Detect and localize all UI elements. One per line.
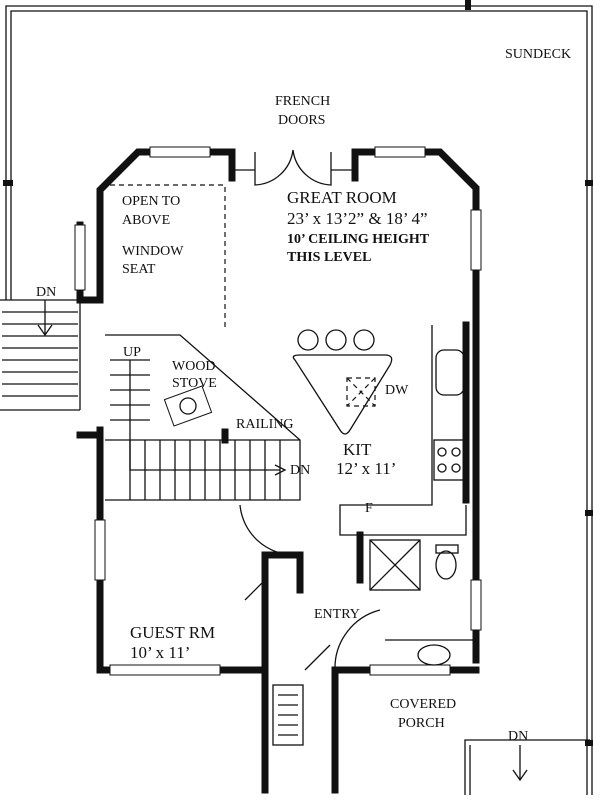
guest-room-label: GUEST RM — [130, 623, 215, 642]
porch-steps — [272, 684, 528, 782]
open-to-above-outline — [110, 184, 226, 330]
left-stairs — [0, 299, 81, 411]
sundeck-label: SUNDECK — [505, 47, 571, 62]
interior-walls — [239, 504, 476, 674]
kitchen-label: KIT — [343, 440, 372, 459]
kitchen-dimensions: 12’ x 11’ — [336, 459, 396, 478]
wood-stove-label: WOOD — [172, 359, 216, 374]
covered-porch-label-2: PORCH — [398, 716, 445, 731]
window-seat-label-2: SEAT — [122, 262, 156, 277]
wood-stove — [163, 385, 213, 427]
french-doors — [232, 149, 355, 186]
great-room-dimensions: 23’ x 13’2” & 18’ 4” — [287, 209, 428, 228]
dn-left-label: DN — [36, 285, 56, 300]
french-doors-label: FRENCH — [275, 94, 330, 109]
entry-label: ENTRY — [314, 607, 360, 622]
fridge-label: F — [365, 501, 373, 516]
kitchen-counters — [292, 321, 470, 536]
window-seat-label: WINDOW — [122, 244, 184, 259]
up-label: UP — [123, 345, 141, 360]
wood-stove-label-2: STOVE — [172, 376, 217, 391]
dn-stair-label: DN — [290, 463, 310, 478]
open-to-above-label-2: ABOVE — [122, 213, 170, 228]
guest-room-dimensions: 10’ x 11’ — [130, 643, 190, 662]
covered-porch-label: COVERED — [390, 697, 456, 712]
dn-porch-label: DN — [508, 729, 528, 744]
great-room-label: GREAT ROOM — [287, 188, 397, 207]
ceiling-height-label: 10’ CEILING HEIGHT — [287, 232, 430, 247]
dishwasher-label: DW — [385, 383, 409, 398]
interior-stair — [105, 334, 301, 501]
sundeck-railing — [3, 0, 593, 795]
railing-label: RAILING — [236, 417, 294, 432]
ceiling-height-label-2: THIS LEVEL — [287, 250, 371, 265]
windows — [74, 146, 482, 676]
open-to-above-label: OPEN TO — [122, 194, 180, 209]
french-doors-label-2: DOORS — [278, 113, 325, 128]
